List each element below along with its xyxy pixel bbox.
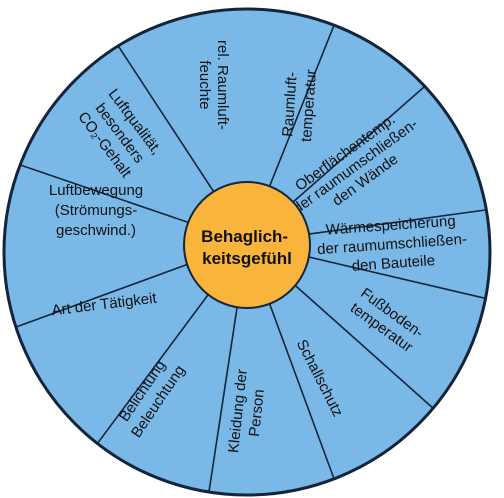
segment-divider [208,307,238,492]
segment-divider [308,256,485,299]
segment-label-line: Luftbewegung [49,182,143,199]
segment-label-line: temperatur [298,69,320,143]
segment-label-line: rel. Raumluft- [214,40,231,130]
segment-divider [20,164,189,224]
segment-label-line: Person [246,389,268,438]
segment-label-line: den Bauteile [351,252,435,275]
segment-divider [118,46,215,193]
segment-label-rel-raumluftfeuchte: rel. Raumluft-feuchte [196,40,231,130]
segment-label-line: geschwind.) [56,222,136,239]
segment-label-raumlufttemperatur: Raumluft-temperatur [279,68,320,143]
segment-divider [16,263,188,328]
center-hub [183,181,311,309]
segment-divider [268,303,335,479]
center-label-line-1: Behaglich- [201,227,288,246]
segment-label-waermespeicherung: Wärmespeicherungder raumumschließen-den … [315,212,469,277]
center-label-line-2: keitsgefühl [202,249,292,268]
segment-label-luftbewegung: Luftbewegung (Strömungs-geschwind.) [49,182,143,239]
center-label: Behaglich- keitsgefühl [201,227,293,268]
segment-divider [292,86,425,203]
segment-label-line: Raumluft- [279,71,300,137]
segment-divider [97,294,209,444]
segment-divider [268,25,335,187]
segment-divider [308,209,486,235]
segment-divider [294,284,433,409]
segment-dividers [16,25,486,492]
segment-label-line: (Strömungs- [55,202,138,219]
segment-label-line: feuchte [196,60,213,109]
